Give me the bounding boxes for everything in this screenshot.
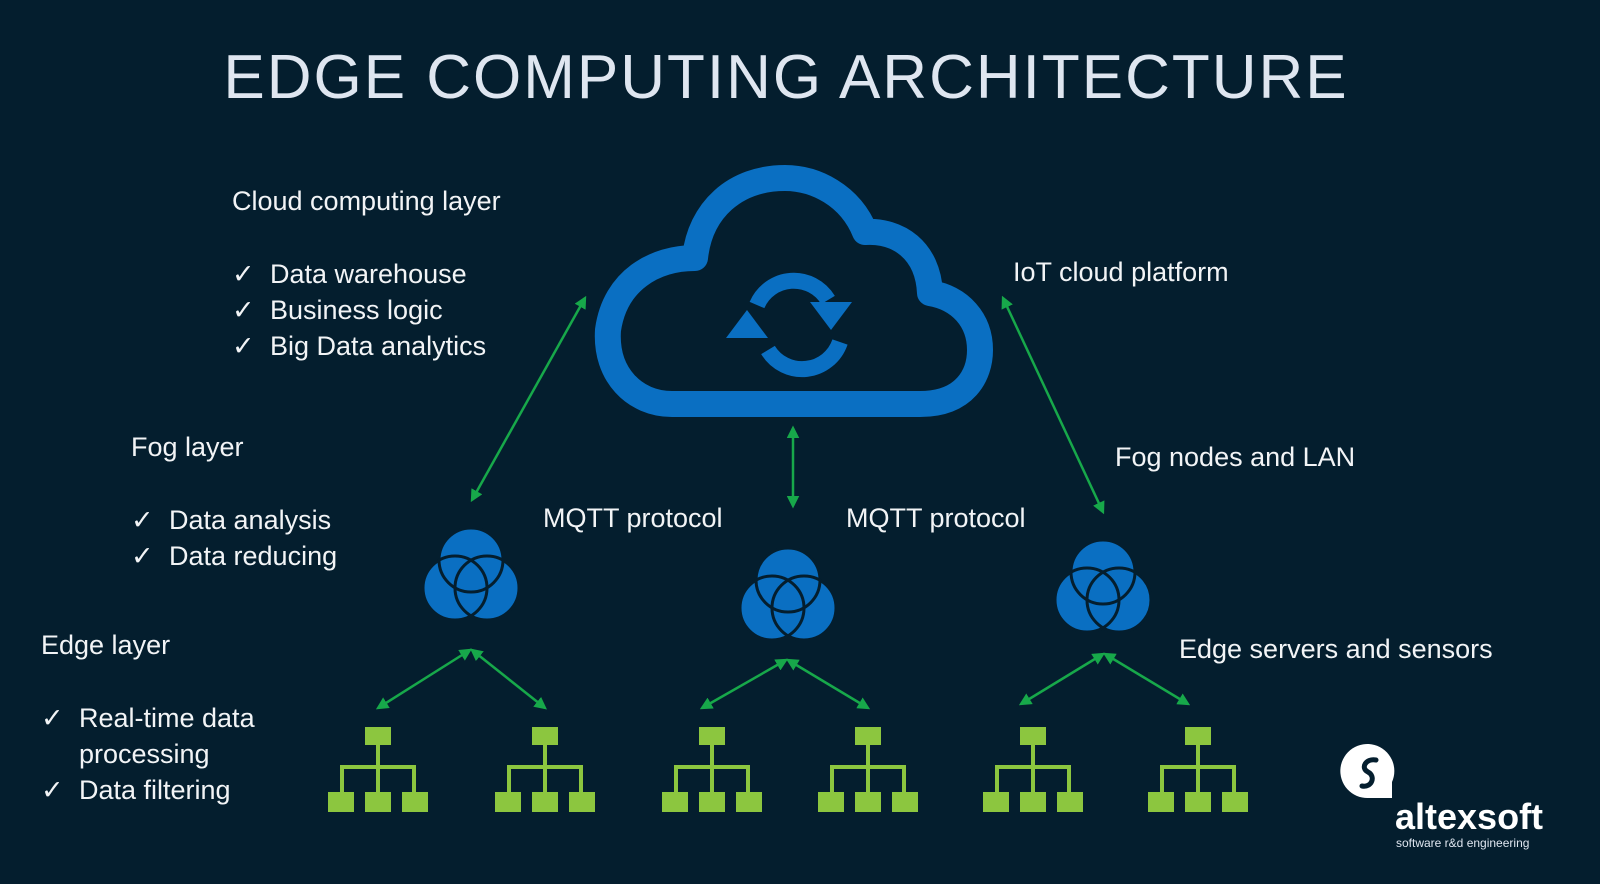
check-icon: ✓ bbox=[232, 295, 255, 325]
fog-edge-arrows bbox=[375, 648, 1191, 710]
check-icon: ✓ bbox=[232, 331, 255, 361]
link-arrow bbox=[470, 295, 587, 503]
cloud-layer-list: ✓Data warehouse ✓Business logic ✓Big Dat… bbox=[232, 256, 486, 364]
cloud-layer-heading: Cloud computing layer bbox=[232, 186, 501, 216]
list-item: ✓Data warehouse bbox=[232, 256, 486, 292]
fog-layer-heading: Fog layer bbox=[131, 432, 244, 462]
fog-nodes-label: Fog nodes and LAN bbox=[1115, 442, 1356, 472]
altexsoft-logo-icon bbox=[1340, 744, 1395, 799]
hierarchy-icon bbox=[818, 727, 918, 812]
hierarchy-icon bbox=[662, 727, 762, 812]
list-item: ✓Data analysis bbox=[131, 502, 337, 538]
page-title: EDGE COMPUTING ARCHITECTURE bbox=[223, 43, 1349, 112]
list-item: ✓Big Data analytics bbox=[232, 328, 486, 364]
list-item: ✓Business logic bbox=[232, 292, 486, 328]
brand-tagline: software r&d engineering bbox=[1396, 836, 1530, 850]
fog-layer-list: ✓Data analysis ✓Data reducing bbox=[131, 502, 337, 574]
mqtt-left-label: MQTT protocol bbox=[543, 503, 723, 533]
hierarchy-icon bbox=[1148, 727, 1248, 812]
check-icon: ✓ bbox=[131, 541, 154, 571]
check-icon: ✓ bbox=[41, 775, 64, 805]
cloud-sync-icon bbox=[594, 165, 993, 417]
edge-layer-list: ✓Real-time data processing ✓Data filteri… bbox=[41, 700, 301, 808]
hierarchy-icon bbox=[328, 727, 428, 812]
venn-circles-icon bbox=[1053, 538, 1153, 634]
edge-layer-heading: Edge layer bbox=[41, 630, 171, 660]
check-icon: ✓ bbox=[232, 259, 255, 289]
mqtt-right-label: MQTT protocol bbox=[846, 503, 1026, 533]
brand-name: altexsoft bbox=[1395, 796, 1544, 837]
check-icon: ✓ bbox=[41, 703, 64, 733]
venn-circles-icon bbox=[738, 546, 838, 642]
list-item: ✓Real-time data processing bbox=[41, 700, 301, 772]
list-item: ✓Data reducing bbox=[131, 538, 337, 574]
check-icon: ✓ bbox=[131, 505, 154, 535]
list-item: ✓Data filtering bbox=[41, 772, 301, 808]
link-arrow bbox=[1001, 295, 1105, 515]
hierarchy-icon bbox=[983, 727, 1083, 812]
venn-circles-icon bbox=[421, 526, 521, 622]
edge-servers-label: Edge servers and sensors bbox=[1179, 634, 1493, 664]
iot-cloud-platform-label: IoT cloud platform bbox=[1013, 257, 1229, 287]
hierarchy-icon bbox=[495, 727, 595, 812]
